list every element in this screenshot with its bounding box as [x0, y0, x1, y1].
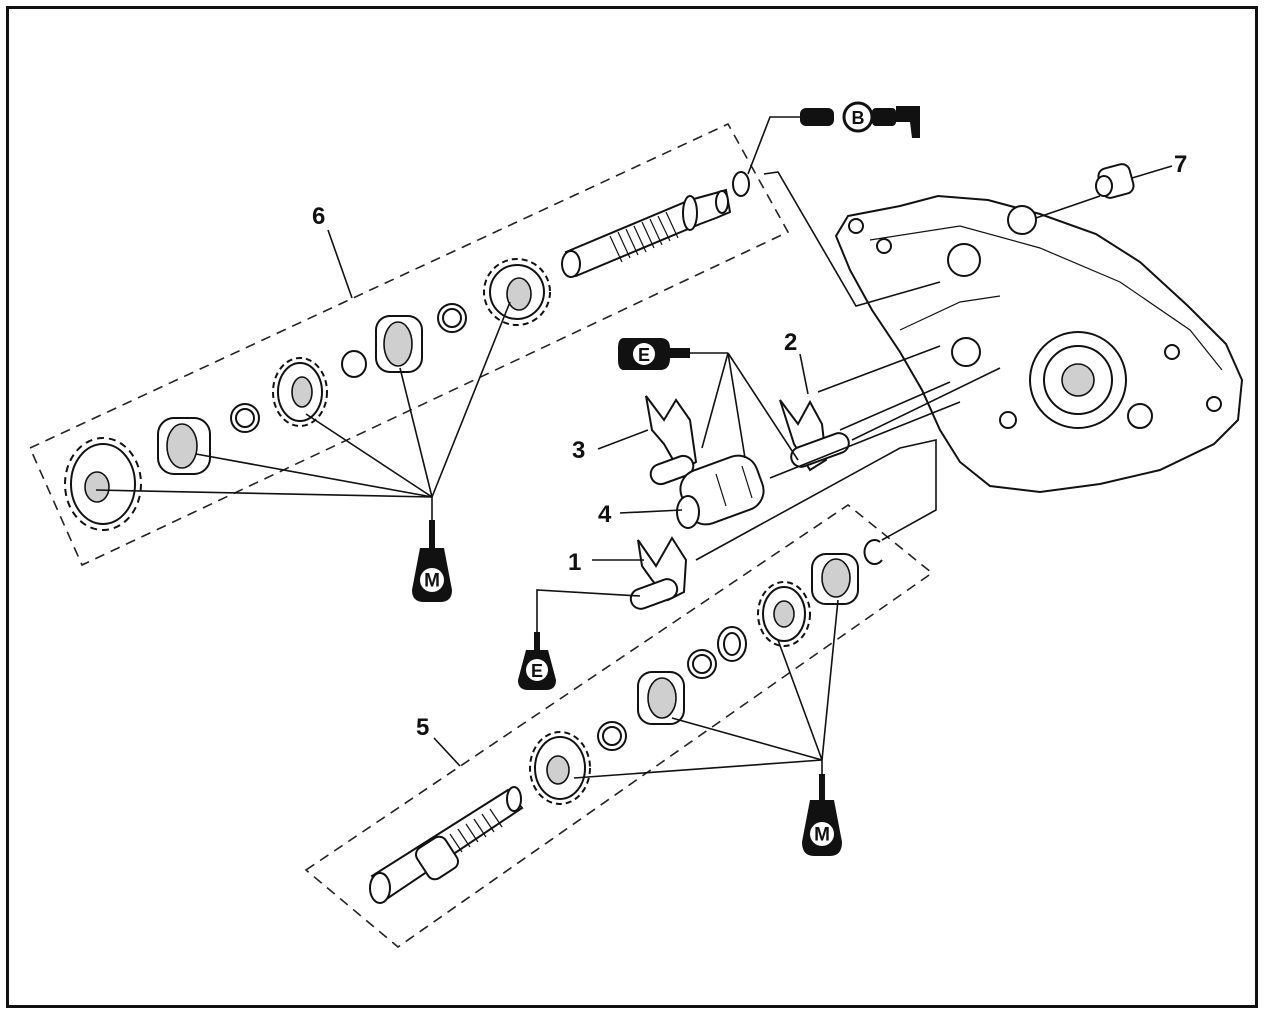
main-axle-gear-d: [157, 417, 211, 475]
oil-e-bottom-label: E: [531, 661, 543, 681]
label-part-7: 7: [1174, 151, 1187, 178]
oil-m-symbol-right: M: [802, 774, 842, 856]
main-axle-gear-e: [64, 437, 142, 531]
main-axle-gear-large: [483, 258, 551, 326]
diagram-frame: [6, 6, 1258, 1008]
oil-m-symbol-left: M: [412, 520, 452, 602]
main-axle-oil-seal: [732, 171, 750, 197]
shift-fork-2: [779, 399, 850, 472]
oil-e-symbol-top: E: [618, 338, 690, 370]
label-part-6: 6: [312, 203, 325, 230]
drive-axle-circlip-a: [597, 721, 627, 751]
drive-axle-shaft: [369, 786, 524, 904]
drive-axle-gear-c: [757, 581, 811, 647]
drive-axle-circlip-c: [863, 539, 883, 565]
main-axle-assembly-box: [28, 122, 790, 567]
oil-e-symbol-bottom: E: [518, 632, 556, 690]
shift-fork-3: [645, 395, 698, 486]
oil-strainer: [1095, 163, 1135, 199]
label-part-2: 2: [784, 329, 797, 356]
shift-fork-1: [629, 536, 688, 610]
shift-drum: [676, 454, 765, 529]
main-axle-circlip-a: [437, 303, 467, 333]
main-axle-gear-c: [272, 357, 328, 427]
drive-axle-circlip-b: [687, 649, 717, 679]
label-part-4: 4: [598, 501, 612, 528]
main-axle-shaft: [561, 188, 732, 278]
drive-axle-bearing: [717, 626, 747, 662]
leader-lines: [95, 116, 1173, 800]
main-axle-washer: [341, 350, 367, 378]
drive-axle-assembly-box: [304, 504, 934, 949]
main-axle-gear-b: [375, 315, 423, 373]
oil-m-left-label: M: [424, 571, 440, 592]
label-part-5: 5: [416, 714, 429, 741]
oil-e-top-label: E: [638, 345, 650, 365]
drive-axle-gear-a: [529, 731, 591, 805]
main-axle-circlip-b: [230, 403, 260, 433]
label-part-3: 3: [572, 437, 585, 464]
crankcase: [834, 194, 1244, 494]
grease-b-symbol: B: [800, 101, 920, 138]
grease-b-label: B: [852, 108, 865, 128]
drive-axle-gear-d: [811, 553, 859, 605]
label-part-1: 1: [568, 549, 581, 576]
drive-axle-gear-b: [637, 671, 685, 725]
oil-m-right-label: M: [814, 825, 830, 846]
